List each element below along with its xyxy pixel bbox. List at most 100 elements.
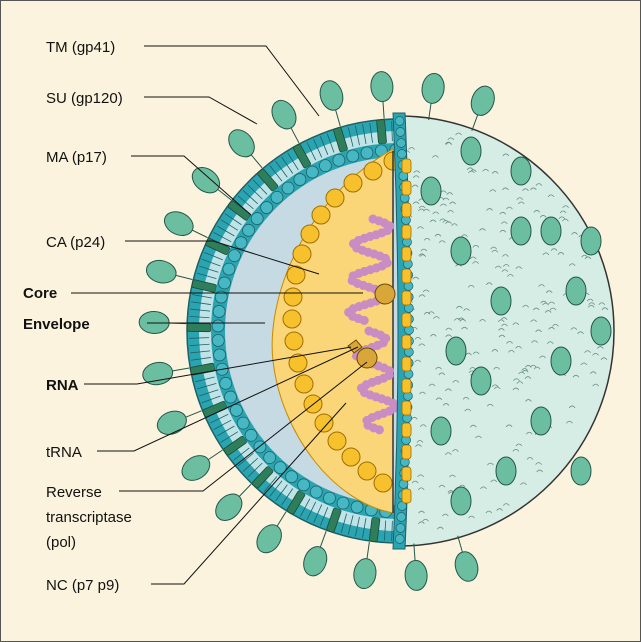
edge-capsid-bead [402, 159, 411, 173]
capsid-protein [312, 206, 330, 224]
matrix-protein [333, 154, 345, 166]
capsid-protein [283, 310, 301, 328]
surface-spike [421, 177, 441, 205]
capsid-protein [284, 288, 302, 306]
matrix-protein [251, 213, 263, 225]
surface-spike [511, 217, 531, 245]
edge-capsid-bead [402, 313, 411, 327]
matrix-protein [224, 391, 236, 403]
label-envelope: Envelope [23, 316, 90, 333]
surface-spike [541, 217, 561, 245]
envelope-spike [223, 125, 259, 162]
matrix-protein [220, 377, 232, 389]
edge-capsid-bead [402, 379, 411, 393]
reverse-transcriptase [357, 348, 377, 368]
capsid-protein [295, 375, 313, 393]
label-reverse: Reverse [46, 484, 102, 501]
envelope-spike [300, 543, 331, 579]
matrix-protein [271, 191, 283, 203]
leader-tm [144, 46, 319, 116]
matrix-protein [261, 202, 273, 214]
surface-spike [451, 487, 471, 515]
edge-capsid-bead [402, 467, 411, 481]
envelope-spike [317, 78, 346, 113]
matrix-protein [212, 320, 224, 332]
matrix-protein [286, 471, 298, 483]
envelope-spike [267, 96, 301, 133]
edge-capsid-bead [402, 335, 411, 349]
envelope-spike [370, 71, 394, 102]
edge-capsid-bead [402, 247, 411, 261]
reverse-transcriptase-upper [375, 284, 395, 304]
envelope-spike [141, 360, 174, 387]
label-transcriptase: transcriptase [46, 509, 132, 526]
capsid-protein [301, 225, 319, 243]
edge-bead [396, 128, 405, 137]
surface-spike [571, 457, 591, 485]
edge-capsid-bead [402, 181, 411, 195]
matrix-protein [228, 250, 240, 262]
labels: TM (gp41) SU (gp120) MA (p17) CA (p24) C… [23, 39, 132, 594]
matrix-protein [230, 404, 242, 416]
capsid-protein [285, 332, 303, 350]
edge-bead [396, 524, 405, 533]
matrix-protein [361, 147, 373, 159]
surface-spike [461, 137, 481, 165]
edge-capsid-bead [402, 203, 411, 217]
edge-bead [397, 150, 406, 159]
matrix-protein [298, 479, 310, 491]
matrix-protein [212, 334, 224, 346]
envelope-spike [177, 450, 214, 485]
label-trna: tRNA [46, 444, 82, 461]
matrix-protein [347, 150, 359, 162]
surface-spike [431, 417, 451, 445]
capsid-protein [342, 448, 360, 466]
capsid-protein [315, 414, 333, 432]
matrix-protein [264, 452, 276, 464]
envelope-spike [404, 560, 428, 591]
edge-capsid-bead [402, 225, 411, 239]
surface-spike [451, 237, 471, 265]
matrix-protein [213, 305, 225, 317]
surface-spike [566, 277, 586, 305]
capsid-protein [364, 162, 382, 180]
matrix-protein [282, 182, 294, 194]
capsid-protein [358, 462, 376, 480]
label-su: SU (gp120) [46, 90, 123, 107]
capsid-protein [328, 432, 346, 450]
edge-capsid-bead [402, 357, 411, 371]
label-ca: CA (p24) [46, 234, 105, 251]
label-core: Core [23, 285, 57, 302]
edge-bead [397, 139, 406, 148]
leader-su [144, 97, 257, 124]
matrix-protein [237, 417, 249, 429]
matrix-protein [310, 486, 322, 498]
edge-bead [397, 513, 406, 522]
matrix-protein [218, 277, 230, 289]
transmembrane-protein [187, 323, 211, 331]
surface-spike [581, 227, 601, 255]
envelope-spike [160, 207, 197, 240]
matrix-protein [214, 349, 226, 361]
capsid-protein [289, 354, 307, 372]
label-nc: NC (p7 p9) [46, 577, 119, 594]
capsid-protein [344, 174, 362, 192]
capsid-protein [374, 474, 392, 492]
matrix-protein [294, 174, 306, 186]
matrix-protein [323, 492, 335, 504]
transmembrane-protein [377, 119, 387, 144]
surface-spike [591, 317, 611, 345]
label-ma: MA (p17) [46, 149, 107, 166]
matrix-protein [351, 501, 363, 513]
label-tm: TM (gp41) [46, 39, 115, 56]
envelope-spike [352, 557, 378, 590]
edge-capsid-bead [402, 291, 411, 305]
label-pol: (pol) [46, 534, 76, 551]
capsid-protein [293, 245, 311, 263]
edge-capsid-bead [402, 489, 411, 503]
surface-spike [551, 347, 571, 375]
label-rna: RNA [46, 377, 79, 394]
matrix-protein [306, 166, 318, 178]
edge-capsid-bead [402, 401, 411, 415]
